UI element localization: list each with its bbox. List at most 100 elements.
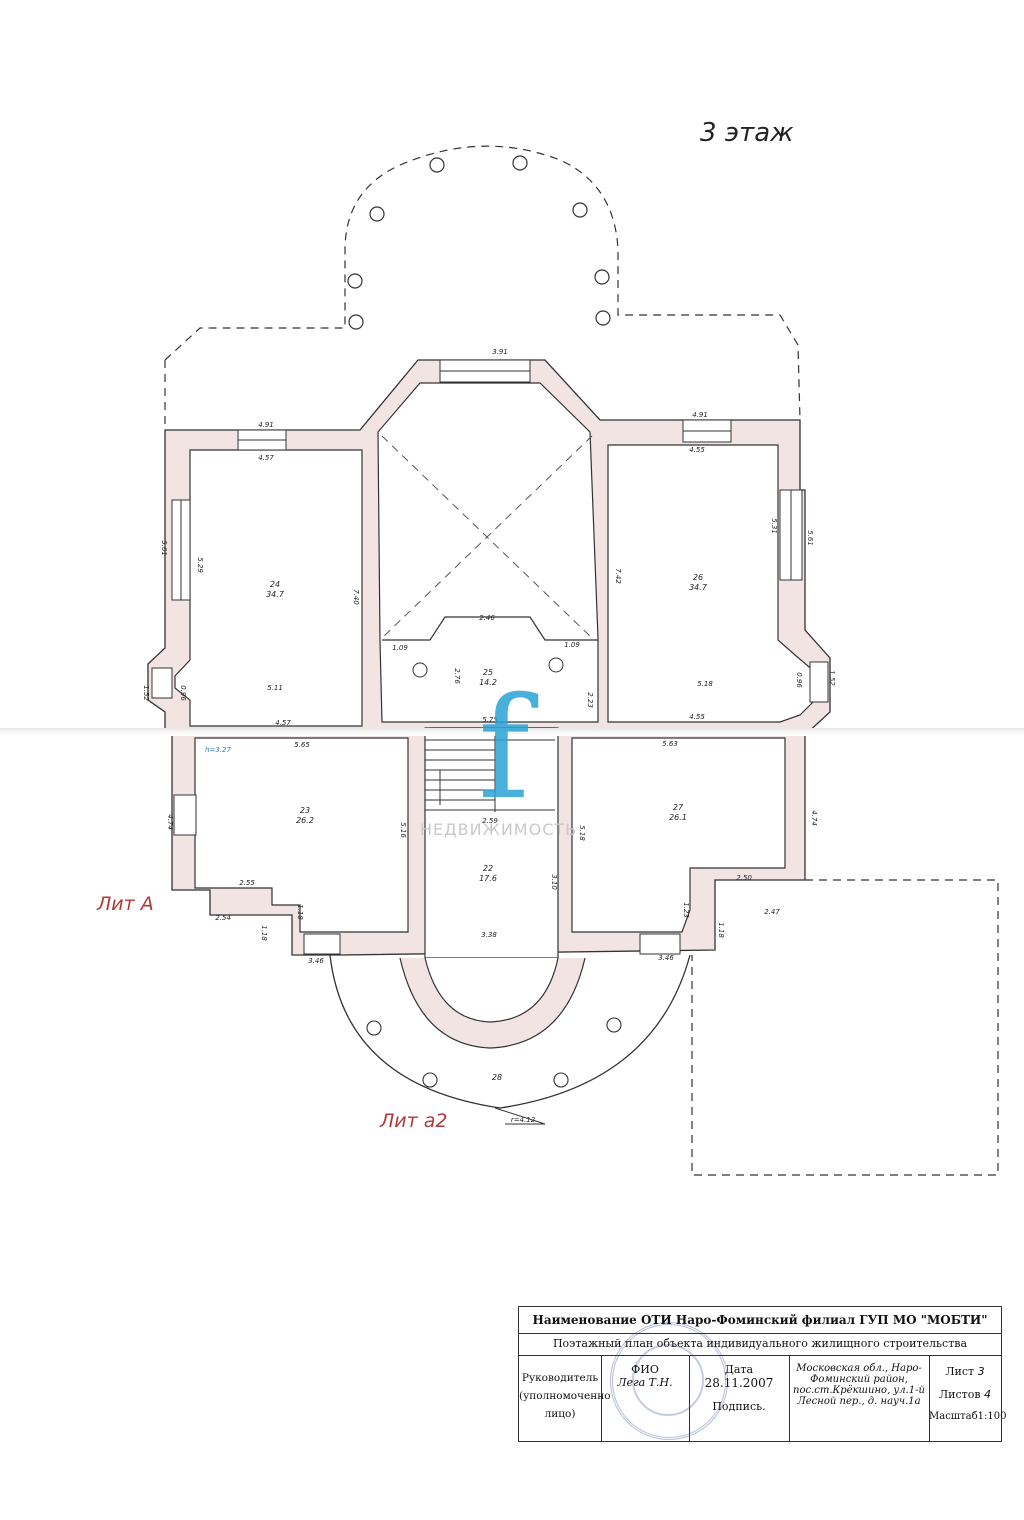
dimension-label: 5.11	[267, 684, 283, 692]
dimension-labels: 3.91 4.91 4.57 4.91 4.55 5.61 5.29 5.61 …	[142, 348, 836, 1124]
dimension-label: 2.54	[215, 914, 231, 922]
date-value: 28.11.2007	[704, 1376, 774, 1390]
role-cell: Руководитель (уполномоченно лицо)	[519, 1355, 611, 1441]
staircase	[425, 735, 555, 812]
room-labels: 24 34.7 25 14.2 26 34.7 23 26.2 22 17.6 …	[266, 573, 708, 1082]
windows-lower	[173, 794, 681, 955]
stamp-seal	[610, 1322, 728, 1440]
role-label: Руководитель (уполномоченно лицо)	[519, 1372, 611, 1420]
dimension-label: 1.09	[392, 644, 408, 652]
dimension-label: r=4.12	[511, 1116, 536, 1124]
watermark-text: НЕДВИЖИМОСТЬ	[420, 820, 578, 839]
dimension-label: 1.18	[717, 922, 725, 938]
sheets-label: Листов 4	[938, 1388, 992, 1401]
dimension-label: 3.10	[550, 874, 558, 890]
balcony-columns	[366, 1017, 622, 1088]
upper-terrace-outline	[164, 145, 801, 421]
room-24-number: 24	[270, 580, 280, 589]
dimension-label: 1.18	[260, 925, 268, 941]
dimension-label: 3.46	[308, 957, 324, 965]
address-cell: Московская обл., Наро-Фоминский район, п…	[789, 1355, 930, 1441]
dimension-label: 5.61	[160, 540, 168, 556]
dimension-label: 4.91	[692, 411, 708, 419]
org-name: Наименование ОТИ Наро-Фоминский филиал Г…	[519, 1307, 1001, 1334]
lit-a2-label: Лит а2	[380, 1110, 448, 1132]
right-terrace-outline	[691, 879, 999, 1176]
floor-title: 3 этаж	[700, 118, 794, 148]
address-text: Московская обл., Наро-Фоминский район, п…	[793, 1363, 925, 1407]
windows-upper	[151, 359, 829, 703]
stamp-seal-inner	[632, 1344, 704, 1416]
dimension-label: 5.63	[662, 740, 678, 748]
dimension-label: 5.61	[806, 530, 814, 546]
watermark-logo: f	[478, 668, 530, 831]
dimension-label: 1.23	[682, 902, 690, 918]
room-25-number: 25	[483, 668, 493, 677]
dimension-label: 2.47	[764, 908, 780, 916]
paper-fold	[0, 728, 1024, 736]
room-28-number: 28	[492, 1073, 502, 1082]
date-label: Дата	[724, 1363, 754, 1376]
title-block: Наименование ОТИ Наро-Фоминский филиал Г…	[518, 1306, 1007, 1442]
dimension-label: 5.29	[196, 557, 204, 573]
room-26-number: 26	[693, 573, 703, 582]
dimension-label: 2.23	[586, 692, 594, 708]
fio-value: Лега Т.Н.	[617, 1376, 673, 1389]
dimension-label: 5.31	[770, 518, 778, 534]
sheet-label: Лист 3	[945, 1365, 985, 1378]
lit-a-label: Лит А	[97, 893, 154, 915]
dimension-label: 1.18	[296, 904, 304, 920]
dimension-label: 4.74	[810, 810, 818, 826]
balcony-outer	[329, 954, 691, 1109]
signature-label: Подпись.	[712, 1400, 766, 1413]
dimension-label: 1.52	[142, 685, 150, 701]
dimension-label: 4.74	[166, 814, 174, 830]
dimension-label: 4.57	[275, 719, 291, 727]
dimension-label: 7.40	[352, 589, 360, 605]
document-title: Поэтажный план объекта индивидуального ж…	[519, 1333, 1001, 1356]
room-23-number: 23	[300, 806, 310, 815]
room-26-area: 34.7	[689, 583, 708, 592]
dimension-label: 0.96	[179, 685, 187, 701]
sheet-cell: Лист 3 Листов 4 Масштаб1:100	[929, 1355, 1007, 1441]
date-cell: Дата 28.11.2007 Подпись.	[689, 1355, 790, 1441]
atrium-void-cross	[381, 435, 593, 639]
room-27-area: 26.1	[669, 813, 687, 822]
room-22-number: 22	[483, 864, 493, 873]
room-23-area: 26.2	[296, 816, 314, 825]
dimension-label: 2.59	[482, 817, 498, 825]
dimension-label: 5.18	[578, 825, 586, 841]
sheet-value: 3	[977, 1365, 985, 1378]
rooms-lower	[194, 727, 786, 959]
dimension-label: 4.91	[258, 421, 274, 429]
dimension-label: 2.76	[453, 668, 461, 684]
dimension-label: 2.46	[479, 614, 495, 622]
dimension-label: 1.52	[828, 670, 836, 686]
fio-cell: ФИО Лега Т.Н.	[601, 1355, 690, 1441]
dimension-label: 7.42	[614, 568, 622, 584]
dimension-label: 0.96	[795, 672, 803, 688]
fio-label: ФИО	[631, 1363, 659, 1376]
room-25-area: 14.2	[479, 678, 497, 687]
dimension-label: 3.46	[658, 954, 674, 962]
dimension-label: 5.65	[294, 741, 310, 749]
dimension-label: 5.18	[697, 680, 713, 688]
dimension-label: 3.38	[481, 931, 497, 939]
dimension-label: h=3.27	[205, 746, 231, 754]
dimension-label: 4.55	[689, 446, 705, 454]
sheets-value: 4	[984, 1388, 992, 1401]
dimension-label: 2.55	[239, 879, 255, 887]
dimension-label: 4.57	[258, 454, 274, 462]
room-25-outline	[382, 616, 598, 641]
dimension-label: 5.16	[399, 822, 407, 838]
terrace-columns	[347, 155, 611, 330]
room-27-number: 27	[673, 803, 684, 812]
scale-label: Масштаб1:100	[929, 1411, 1007, 1422]
dimension-label: 2.50	[736, 874, 752, 882]
dimension-label: 4.55	[689, 713, 705, 721]
dimension-label: 1.09	[564, 641, 580, 649]
dimension-label: 5.75	[482, 716, 498, 724]
room-22-area: 17.6	[479, 874, 497, 883]
room-24-area: 34.7	[266, 590, 285, 599]
